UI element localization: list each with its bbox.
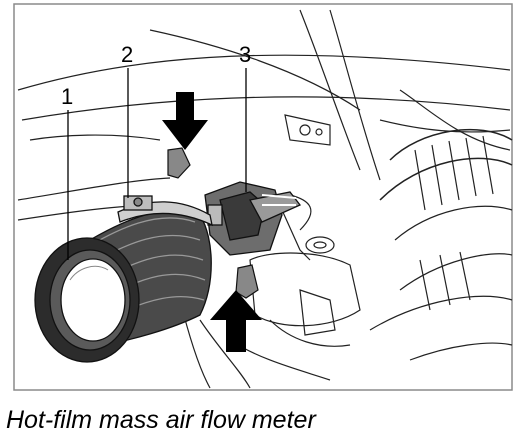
callout-leaders <box>67 68 247 260</box>
arrow-icon-up <box>210 290 262 352</box>
figure-caption: Hot-film mass air flow meter <box>6 406 316 434</box>
callout-3: 3 <box>239 42 251 67</box>
arrow-icon-down <box>162 92 208 150</box>
intake-hose <box>34 210 212 363</box>
engine-bay-background <box>17 9 513 389</box>
callout-2: 2 <box>121 42 133 67</box>
air-mass-meter-sensor <box>204 181 302 256</box>
hose-clamp <box>117 195 213 227</box>
retaining-clips <box>167 147 259 299</box>
callout-1: 1 <box>61 84 73 109</box>
